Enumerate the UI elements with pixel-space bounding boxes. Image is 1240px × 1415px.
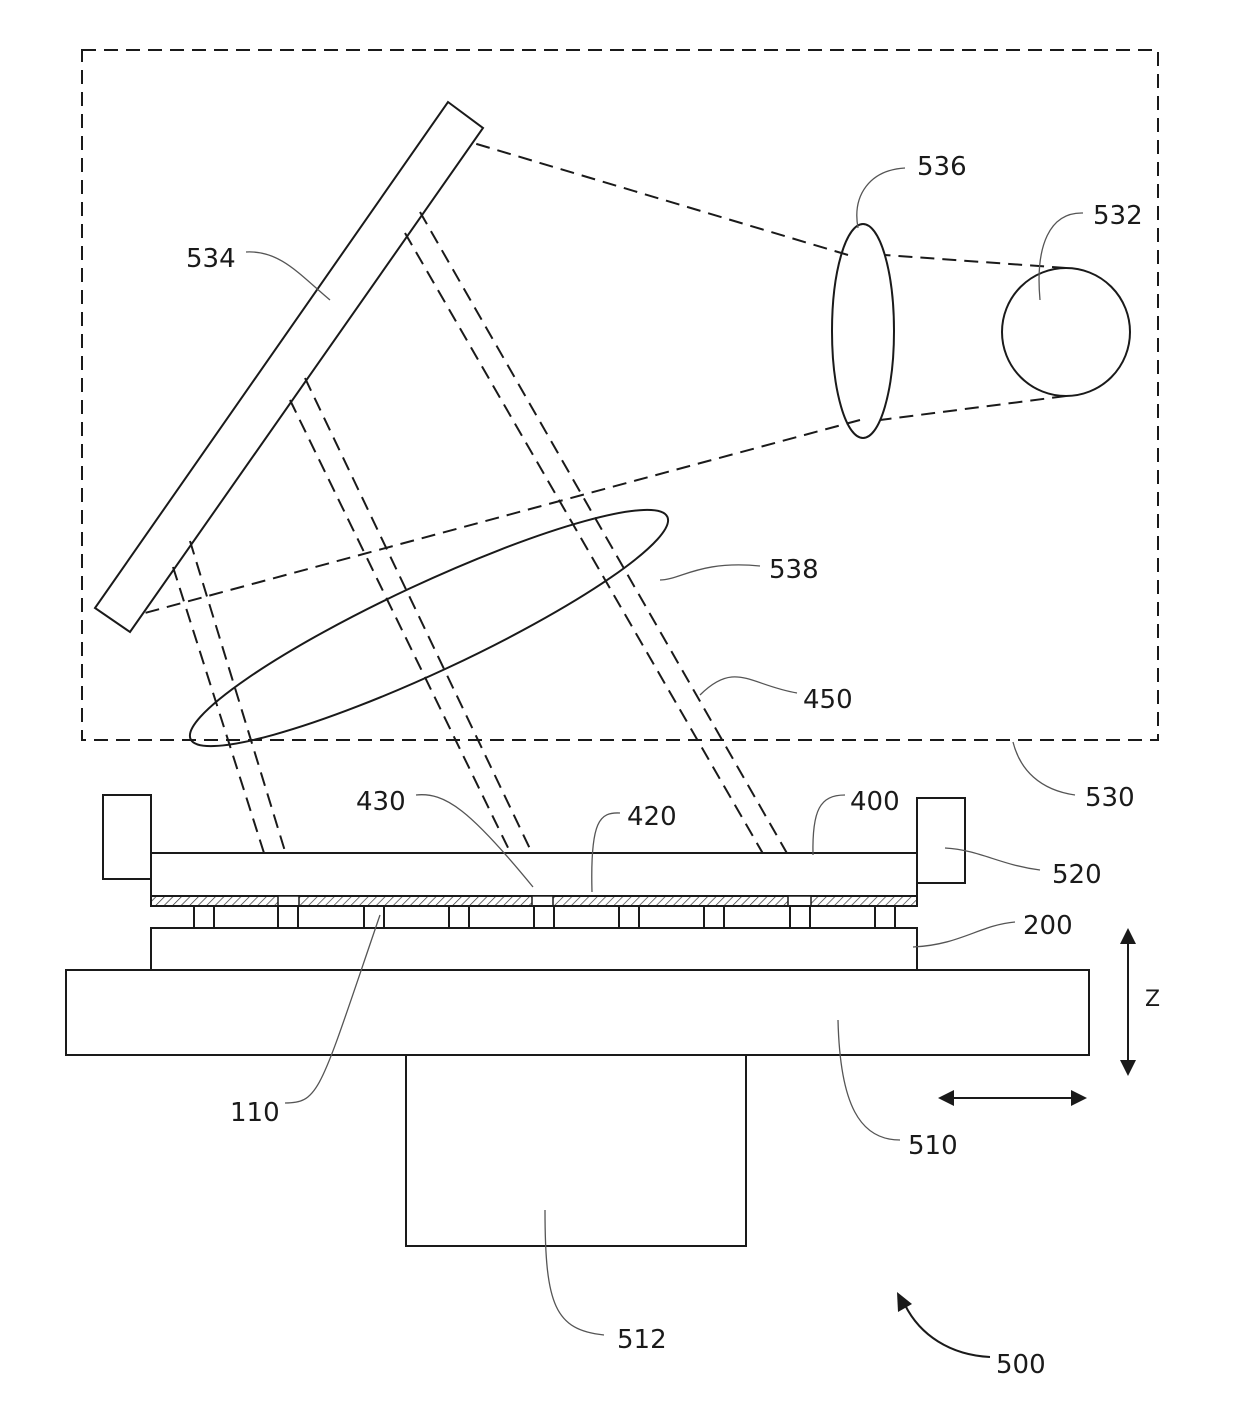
label-450: 450 [803, 685, 853, 715]
stage-510 [66, 970, 1089, 1055]
clamp-right-520 [917, 798, 965, 883]
light-source-532 [1002, 268, 1130, 396]
label-534: 534 [186, 244, 236, 274]
label-110: 110 [230, 1098, 280, 1128]
label-530: 530 [1085, 783, 1135, 813]
beam-lens-to-mirror-top [470, 142, 848, 255]
pattern-beams-450 [173, 212, 812, 897]
label-400: 400 [850, 787, 900, 817]
label-538: 538 [769, 555, 819, 585]
label-510: 510 [908, 1131, 958, 1161]
label-512: 512 [617, 1325, 667, 1355]
horizontal-axis-arrow-icon [938, 1090, 1087, 1106]
label-430: 430 [356, 787, 406, 817]
label-520: 520 [1052, 860, 1102, 890]
clamp-left [103, 795, 151, 879]
lens-536 [832, 224, 894, 438]
cover-400 [151, 853, 917, 896]
label-500: 500 [996, 1350, 1046, 1380]
label-z: Z [1145, 987, 1160, 1012]
label-536: 536 [917, 152, 967, 182]
mirror-534 [95, 102, 483, 632]
system-500-arrow-icon [897, 1292, 990, 1357]
label-532: 532 [1093, 201, 1143, 231]
label-200: 200 [1023, 911, 1073, 941]
beam-source-to-lens-bottom [880, 396, 1066, 420]
z-axis-arrow-icon [1120, 928, 1136, 1076]
motor-512 [406, 1055, 746, 1246]
substrate-200 [151, 928, 917, 970]
beam-source-to-lens-top [885, 255, 1066, 268]
posts-110 [194, 906, 895, 928]
label-420: 420 [627, 802, 677, 832]
